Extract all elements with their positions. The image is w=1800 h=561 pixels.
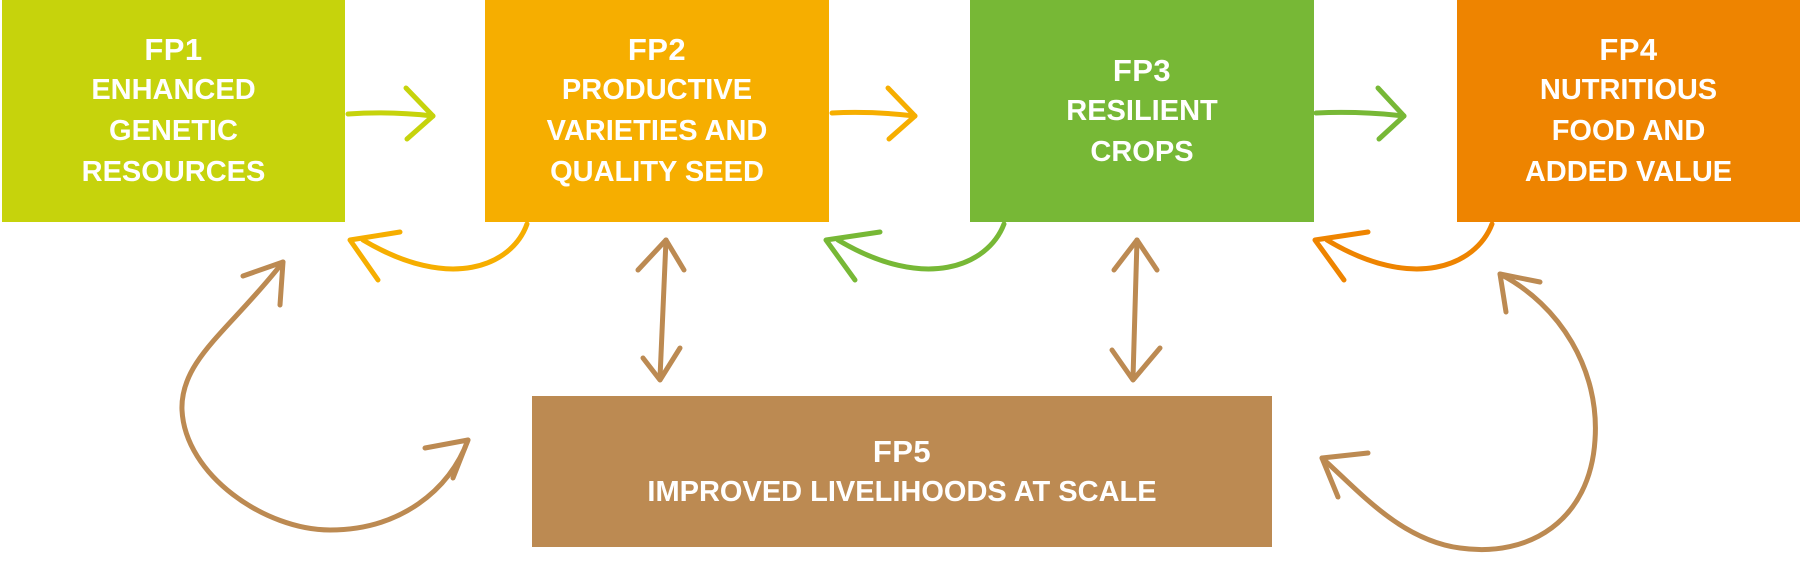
arrow-fp1-to-fp2 — [345, 85, 436, 142]
arrow-fp4-to-fp3 — [1312, 221, 1495, 283]
fp2-box: FP2 PRODUCTIVE VARIETIES AND QUALITY SEE… — [485, 0, 829, 222]
arrow-fp3-to-fp2 — [823, 221, 1007, 283]
arrow-fp3-fp5 — [1109, 237, 1163, 383]
fp4-title: NUTRITIOUS FOOD AND ADDED VALUE — [1524, 74, 1733, 188]
fp1-box: FP1 ENHANCED GENETIC RESOURCES — [2, 0, 345, 222]
fp3-title: RESILIENT CROPS — [1066, 94, 1218, 168]
fp4-code: FP4 — [1599, 32, 1658, 67]
fp5-title: IMPROVED LIVELIHOODS AT SCALE — [647, 475, 1157, 508]
arrow-fp1-fp5-loop — [179, 259, 471, 533]
fp2-code: FP2 — [627, 32, 687, 67]
fp1-title: ENHANCED GENETIC RESOURCES — [81, 74, 266, 188]
fp4-box: FP4 NUTRITIOUS FOOD AND ADDED VALUE — [1457, 0, 1800, 222]
arrow-fp2-to-fp3 — [829, 85, 918, 142]
arrow-fp3-to-fp4 — [1313, 85, 1407, 142]
arrow-fp4-fp5-loop — [1319, 271, 1598, 552]
fp3-box: FP3 RESILIENT CROPS — [970, 0, 1314, 222]
arrow-fp2-to-fp1 — [347, 221, 530, 283]
fp2-title: PRODUCTIVE VARIETIES AND QUALITY SEED — [546, 74, 768, 188]
fp1-code: FP1 — [144, 32, 203, 67]
arrow-fp2-fp5 — [635, 237, 687, 383]
fp3-code: FP3 — [1112, 52, 1172, 88]
fp5-code: FP5 — [872, 433, 932, 469]
fp5-box: FP5 IMPROVED LIVELIHOODS AT SCALE — [532, 396, 1272, 547]
